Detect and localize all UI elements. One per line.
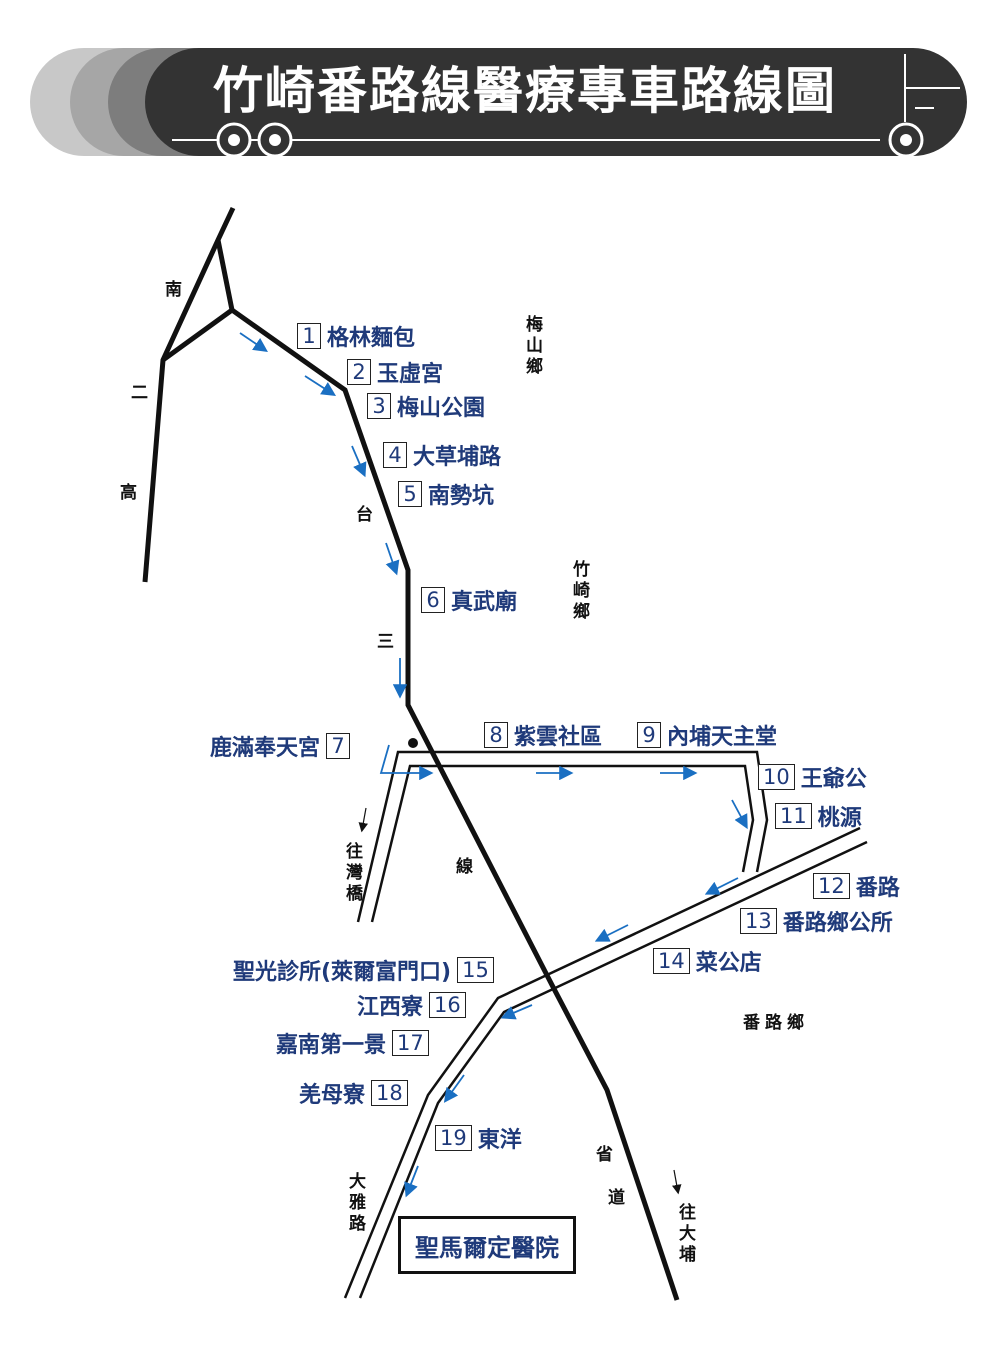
stop-name: 王爺公 — [800, 767, 867, 792]
destination-hospital: 聖馬爾定醫院 — [398, 1216, 576, 1274]
stop-14: 14 菜公店 — [653, 945, 762, 977]
stop-19: 19 東洋 — [435, 1122, 522, 1154]
road-label-daya-road: 大雅路 — [345, 1172, 365, 1235]
stop-6: 6 真武廟 — [421, 584, 517, 616]
page-title: 竹崎番路線醫療專車路線圖 — [213, 62, 837, 120]
township-zhuqi: 竹崎鄉 — [569, 560, 589, 623]
route-double-line — [356, 750, 769, 923]
road-label-xian: 線 — [456, 857, 473, 877]
stop-number: 13 — [740, 908, 777, 934]
road-label-tai: 台 — [356, 505, 373, 525]
stop-18: 羌母寮 18 — [299, 1077, 408, 1109]
stop-name: 嘉南第一景 — [276, 1033, 387, 1058]
township-fanlu: 番路鄉 — [743, 1013, 809, 1033]
stop-number: 18 — [371, 1080, 408, 1106]
stop-number: 6 — [421, 587, 445, 613]
wheel-icon — [257, 122, 293, 158]
stop-name: 番路 — [855, 876, 900, 901]
stop-number: 19 — [435, 1125, 472, 1151]
stop-7-dot — [408, 738, 418, 748]
stop-name: 鹿滿奉天宮 — [210, 736, 321, 761]
road-label-sheng: 省 — [596, 1145, 613, 1165]
stop-13: 13 番路鄉公所 — [740, 905, 893, 937]
stop-name: 玉虛宮 — [377, 362, 444, 387]
stop-15: 聖光診所(萊爾富門口) 15 — [233, 954, 494, 986]
stop-name: 東洋 — [477, 1128, 522, 1153]
township-meishan: 梅山鄉 — [522, 315, 542, 378]
stop-name: 桃源 — [817, 806, 862, 831]
stop-name: 紫雲社區 — [514, 725, 603, 750]
stop-number: 14 — [653, 948, 690, 974]
stop-number: 17 — [392, 1030, 429, 1056]
stop-name: 菜公店 — [695, 951, 762, 976]
highway-3-road — [230, 307, 680, 1301]
stop-name: 聖光診所(萊爾富門口) — [233, 960, 452, 985]
stop-name: 南勢坑 — [428, 484, 495, 509]
stop-9: 9 內埔天主堂 — [637, 719, 777, 751]
stop-12: 12 番路 — [813, 870, 900, 902]
stop-number: 1 — [297, 323, 321, 349]
stop-name: 真武廟 — [451, 590, 518, 615]
stop-name: 番路鄉公所 — [782, 911, 893, 936]
stop-number: 15 — [457, 957, 494, 983]
stop-16: 江西寮 16 — [357, 989, 466, 1021]
stop-number: 5 — [398, 481, 422, 507]
road-label-gao: 高 — [120, 483, 137, 503]
road-label-er: 二 — [131, 383, 148, 403]
stop-number: 7 — [326, 733, 351, 759]
stop-number: 2 — [347, 359, 371, 385]
stop-7: 鹿滿奉天宮 7 — [210, 730, 351, 762]
fanlu-road — [343, 826, 868, 1299]
highway-2-road — [142, 206, 236, 583]
stop-8: 8 紫雲社區 — [484, 719, 602, 751]
road-label-wang-wanqiao: 往灣橋 — [342, 842, 362, 905]
wheel-icon — [216, 122, 252, 158]
stop-17: 嘉南第一景 17 — [276, 1027, 429, 1059]
stop-2: 2 玉虛宮 — [347, 356, 443, 388]
stop-number: 8 — [484, 722, 508, 748]
stop-11: 11 桃源 — [775, 800, 862, 832]
title-banner — [30, 48, 967, 158]
stop-number: 10 — [758, 764, 795, 790]
stop-name: 格林麵包 — [327, 326, 416, 351]
stop-number: 9 — [637, 722, 661, 748]
stop-name: 江西寮 — [357, 995, 424, 1020]
road-label-nan: 南 — [165, 280, 182, 300]
stop-number: 12 — [813, 873, 850, 899]
stop-name: 大草埔路 — [413, 445, 502, 470]
stop-name: 羌母寮 — [299, 1083, 366, 1108]
wheel-icon — [888, 122, 924, 158]
stop-5: 5 南勢坑 — [398, 478, 494, 510]
stop-number: 3 — [367, 393, 391, 419]
stop-3: 3 梅山公園 — [367, 390, 485, 422]
stop-number: 16 — [429, 992, 466, 1018]
stop-4: 4 大草埔路 — [383, 439, 501, 471]
stop-number: 11 — [775, 803, 812, 829]
direction-arrows — [239, 332, 748, 1198]
stop-number: 4 — [383, 442, 407, 468]
stop-name: 內埔天主堂 — [667, 725, 778, 750]
road-label-san: 三 — [377, 632, 394, 652]
stop-1: 1 格林麵包 — [297, 320, 415, 352]
road-label-wang-dapu: 往大埔 — [675, 1203, 695, 1266]
stop-10: 10 王爺公 — [758, 761, 867, 793]
road-label-dao: 道 — [608, 1188, 625, 1208]
stop-name: 梅山公園 — [397, 396, 486, 421]
